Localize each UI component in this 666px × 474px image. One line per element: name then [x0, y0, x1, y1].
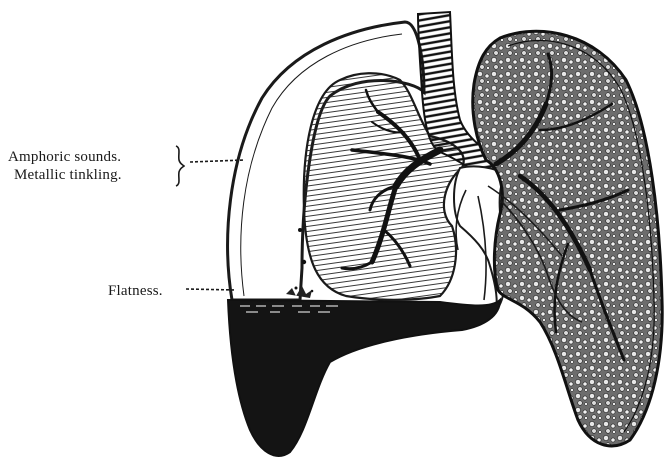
label-amphoric-sounds: Amphoric sounds. — [8, 150, 121, 165]
label-metallic-tinkling: Metallic tinkling. — [14, 168, 122, 183]
label-flatness: Flatness. — [108, 284, 163, 299]
right-lung — [473, 31, 662, 446]
label-brace — [176, 146, 184, 186]
pleural-fluid — [228, 300, 500, 456]
